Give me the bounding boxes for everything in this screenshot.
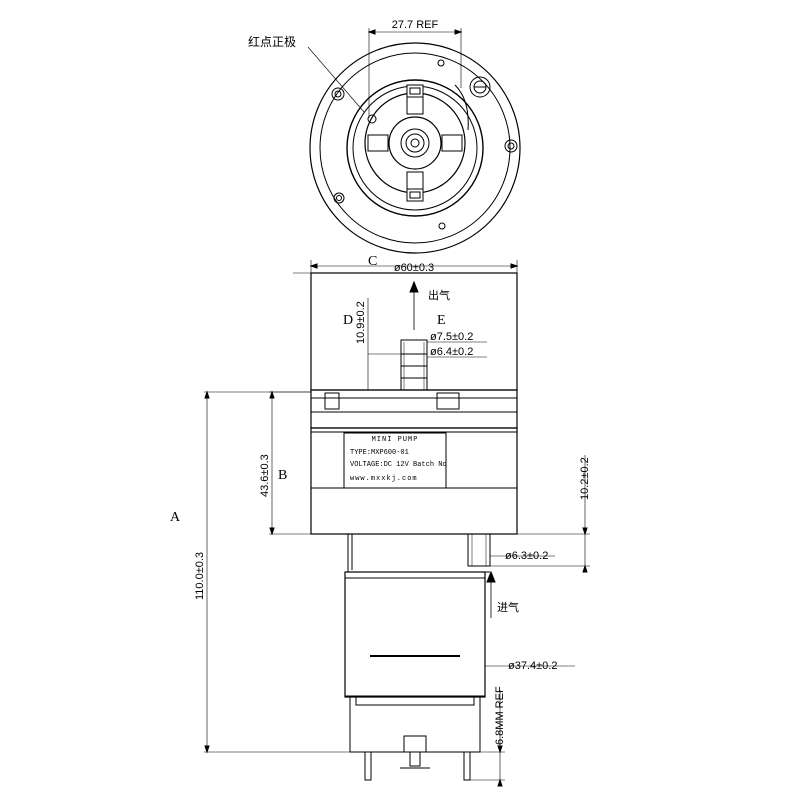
label-a: A <box>170 510 181 525</box>
dim-inlet-height: 10.2±0.2 <box>579 457 591 500</box>
nameplate-line2: TYPE:MXP600-01 <box>350 449 409 457</box>
label-b: B <box>278 468 287 483</box>
dim-outlet-outer: ø7.5±0.2 <box>430 331 473 343</box>
dim-body-dia: ø60±0.3 <box>394 262 434 274</box>
dim-inlet-dia: ø6.3±0.2 <box>505 550 548 562</box>
polarity-note: 红点正极 <box>248 34 296 49</box>
top-view <box>307 28 521 254</box>
label-d: D <box>343 313 353 328</box>
nameplate-line3: VOLTAGE:DC 12V Batch No <box>350 461 447 469</box>
dim-terminal: 6.8MM REF <box>494 686 506 745</box>
dim-total-height: 110.0±0.3 <box>194 552 206 600</box>
nameplate-line4: www.mxxkj.com <box>350 475 418 483</box>
label-c: C <box>368 254 377 269</box>
side-view <box>204 260 590 787</box>
outlet-arrow-label: 出气 <box>428 288 450 302</box>
dim-motor-dia: ø37.4±0.2 <box>508 660 557 672</box>
dim-body-height: 43.6±0.3 <box>259 454 271 497</box>
inlet-arrow-label: 进气 <box>497 600 519 614</box>
dim-outlet-inner: ø6.4±0.2 <box>430 346 473 358</box>
dim-width-ref: 27.7 REF <box>392 19 439 31</box>
nameplate-line1: MINI PUMP <box>372 436 419 444</box>
dim-outlet-height: 10.9±0.2 <box>355 301 367 344</box>
label-e: E <box>437 313 446 328</box>
